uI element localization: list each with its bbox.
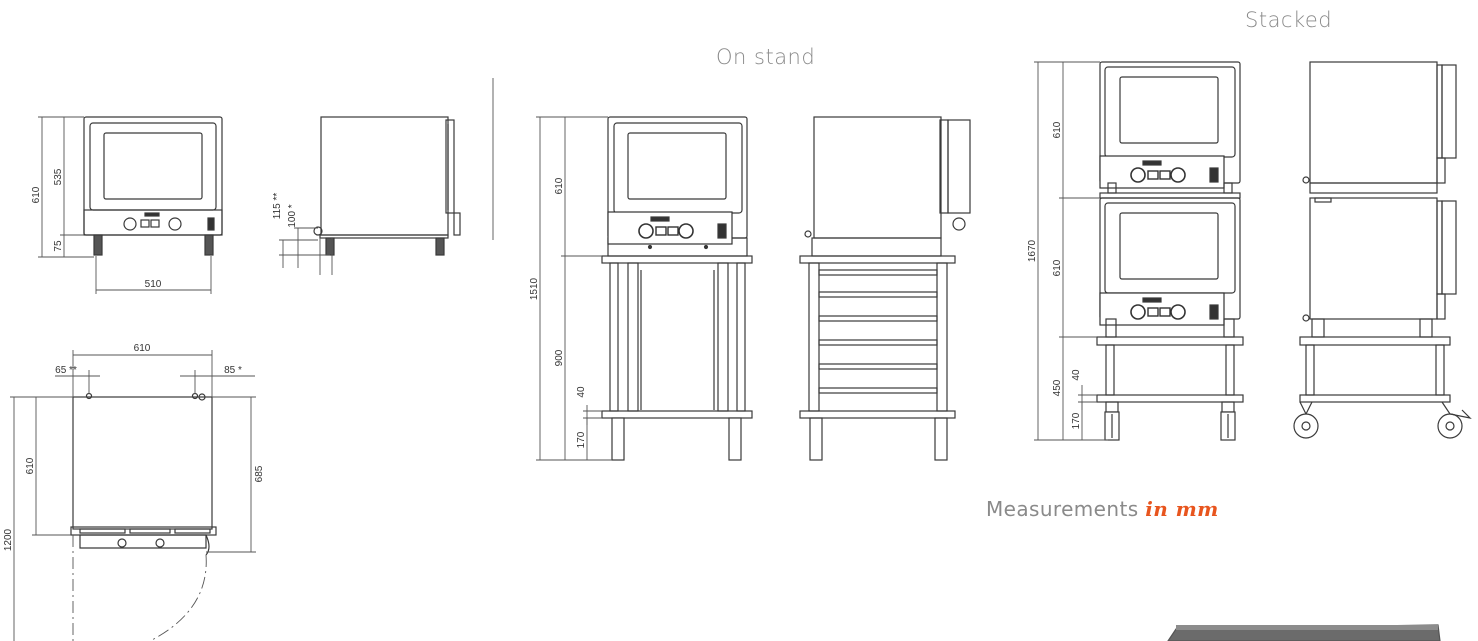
measurements-note: Measurements in mm [986,497,1219,521]
dim-top-width: 610 [134,343,151,354]
stacked-front-stand [1096,336,1244,441]
top-view-dims [10,350,256,641]
dim-stand-total: 1510 [529,277,540,300]
dim-top-85: 85 * [224,365,242,376]
dim-top-depth: 610 [25,457,36,474]
dim-top-1200: 1200 [3,528,14,551]
stand-side-oven [804,116,971,257]
dim-stand-oven: 610 [554,177,565,194]
measurements-unit: in mm [1145,497,1219,521]
dim-stack-40: 40 [1071,369,1082,381]
dim-side-100: 100 * [287,204,298,227]
top-view-oven [70,392,217,556]
dim-stack-610-upper: 610 [1052,121,1063,138]
product-photo-edge [1167,624,1441,641]
front-view-dims [38,116,212,294]
dim-stand-170: 170 [576,431,587,448]
dim-front-body: 535 [53,168,64,185]
dim-side-115: 115 ** [272,193,283,220]
stacked-front-upper-oven [1099,61,1241,199]
stand-front-oven [607,116,748,257]
dim-stand-40: 40 [576,386,587,398]
front-view-oven [83,116,223,256]
dim-front-feet: 75 [53,240,64,252]
stacked-side-lower-oven [1302,197,1457,338]
dimension-labels: 610 535 75 510 100 * 115 ** 610 65 ** 85… [3,121,1082,551]
title-stacked: Stacked [1245,8,1333,32]
dim-stack-450: 450 [1052,379,1063,396]
stacked-front-lower-oven [1099,197,1241,338]
side-view-oven [313,116,461,256]
stand-side-stand [799,255,956,461]
stacked-side-upper-oven [1302,61,1457,203]
dim-stack-170: 170 [1071,412,1082,429]
dim-top-65: 65 ** [55,365,77,376]
dim-top-685: 685 [254,465,265,482]
dim-stack-total: 1670 [1027,239,1038,262]
dim-front-width: 510 [145,279,162,290]
stacked-front-dims [1034,61,1108,441]
side-view-dims [279,78,494,275]
stacked-side-stand [1293,336,1472,439]
stand-front-dims [536,116,612,461]
stand-front-stand [601,255,753,461]
dim-stand-900: 900 [554,349,565,366]
measurements-prefix: Measurements [986,497,1139,521]
title-on-stand: On stand [716,45,816,69]
dim-front-height: 610 [31,186,42,203]
dim-stack-610-lower: 610 [1052,259,1063,276]
